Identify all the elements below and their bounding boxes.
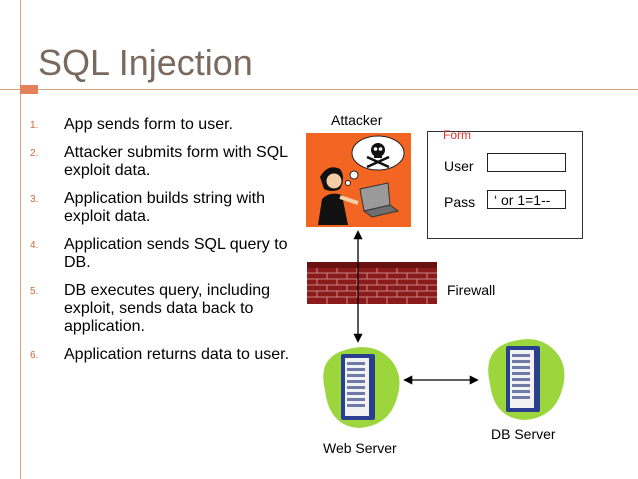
user-label: User [444,158,474,174]
frame-vertical-line [20,0,21,479]
pass-label: Pass [444,194,476,210]
firewall-icon [307,262,437,304]
step-text: Application builds string with exploit d… [64,190,265,225]
step-item: 1. App sends form to user. [30,116,298,134]
step-number: 2. [30,148,39,159]
attacker-icon [306,133,411,227]
step-item: 3. Application builds string with exploi… [30,190,298,226]
db-server-label: DB Server [491,426,556,442]
step-number: 3. [30,194,39,205]
step-text: Application returns data to user. [64,346,290,363]
firewall-label: Firewall [447,282,496,298]
step-item: 2. Attacker submits form with SQL exploi… [30,144,298,180]
form-label: Form [443,128,471,142]
step-number: 5. [30,286,39,297]
web-server-icon [323,347,400,428]
pass-field[interactable]: ‘ or 1=1-- [487,190,566,209]
slide-title: SQL Injection [38,42,253,83]
steps-list: 1. App sends form to user. 2. Attacker s… [30,116,298,374]
step-item: 4. Application sends SQL query to DB. [30,236,298,272]
step-number: 6. [30,350,39,361]
frame-horizontal-line [0,89,638,90]
step-item: 5. DB executes query, including exploit,… [30,282,298,336]
login-form-box [427,131,583,239]
db-server-icon [488,339,565,420]
step-item: 6. Application returns data to user. [30,346,298,364]
user-field[interactable] [487,153,566,172]
step-text: Application sends SQL query to DB. [64,236,288,271]
step-text: App sends form to user. [64,116,233,133]
step-text: DB executes query, including exploit, se… [64,282,271,335]
attacker-label: Attacker [331,112,383,128]
step-number: 4. [30,240,39,251]
step-number: 1. [30,120,39,131]
web-server-label: Web Server [323,440,397,456]
step-text: Attacker submits form with SQL exploit d… [64,144,288,179]
frame-accent-mark [20,85,38,94]
